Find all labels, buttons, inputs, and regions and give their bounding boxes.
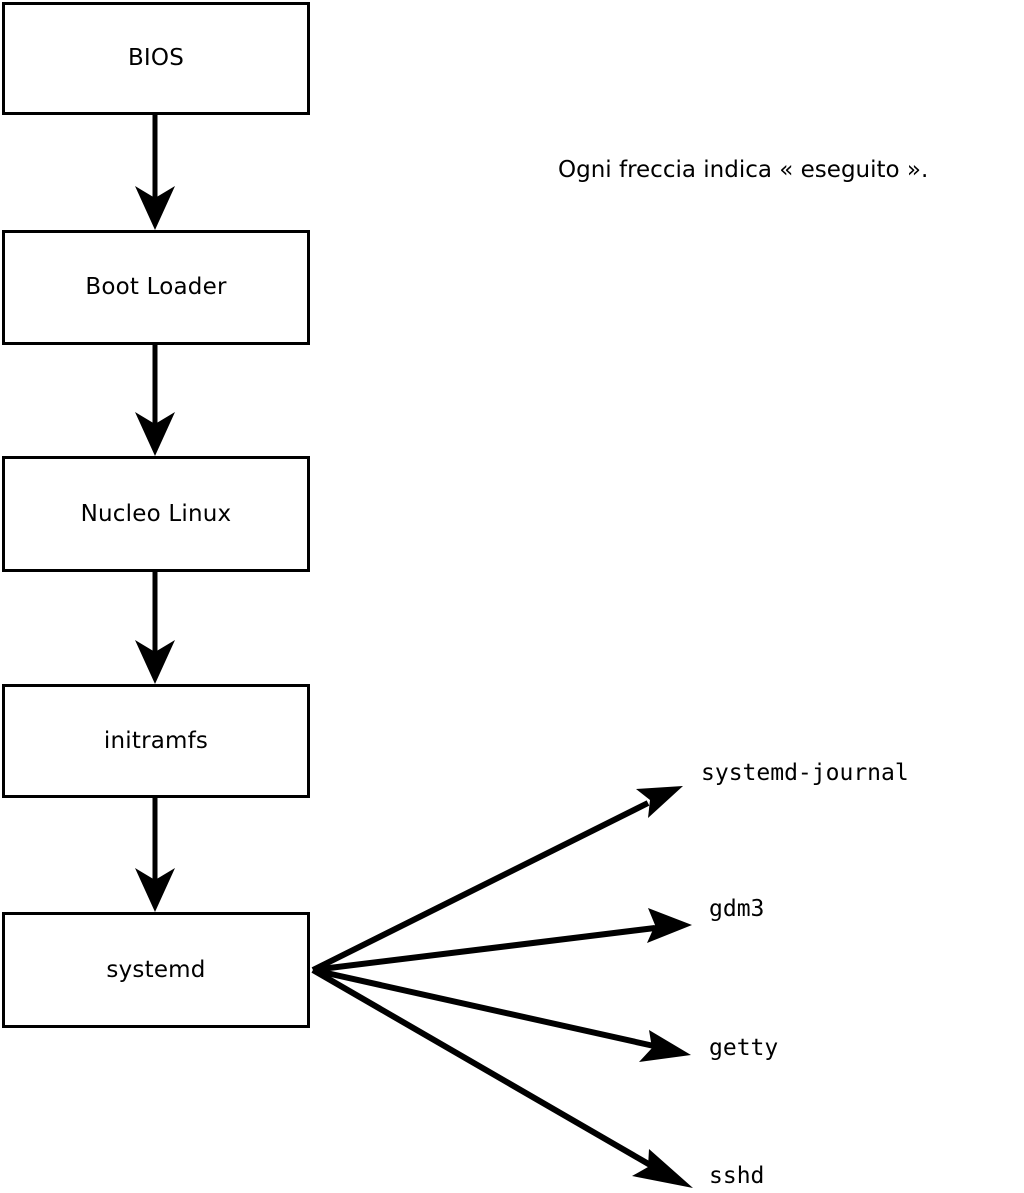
node-box-bios[interactable]: BIOS — [2, 2, 310, 115]
node-box-initramfs[interactable]: initramfs — [2, 684, 310, 798]
node-label-bios: BIOS — [127, 45, 185, 71]
chain-arrow-bios-to-bootloader — [135, 115, 175, 230]
service-label-gdm3: gdm3 — [709, 896, 765, 922]
node-box-bootloader[interactable]: Boot Loader — [2, 230, 310, 345]
node-label-kernel: Nucleo Linux — [80, 500, 232, 527]
service-arrow-systemd-journal — [311, 786, 683, 973]
node-box-kernel[interactable]: Nucleo Linux — [2, 456, 310, 572]
node-box-systemd[interactable]: systemd — [2, 912, 310, 1028]
chain-arrow-initramfs-to-systemd — [135, 798, 175, 912]
node-label-systemd: systemd — [106, 956, 206, 983]
service-label-getty: getty — [709, 1035, 779, 1061]
chain-arrow-bootloader-to-kernel — [135, 345, 175, 456]
node-label-initramfs: initramfs — [103, 727, 209, 754]
service-arrow-getty — [312, 967, 691, 1062]
service-label-sshd: sshd — [709, 1163, 765, 1189]
legend-note: Ogni freccia indica « eseguito ». — [558, 157, 929, 183]
service-arrow-sshd — [311, 967, 693, 1188]
service-arrow-gdm3 — [312, 908, 692, 973]
node-label-bootloader: Boot Loader — [85, 274, 227, 300]
service-label-systemd-journal: systemd-journal — [701, 760, 909, 786]
chain-arrow-kernel-to-initramfs — [135, 572, 175, 684]
